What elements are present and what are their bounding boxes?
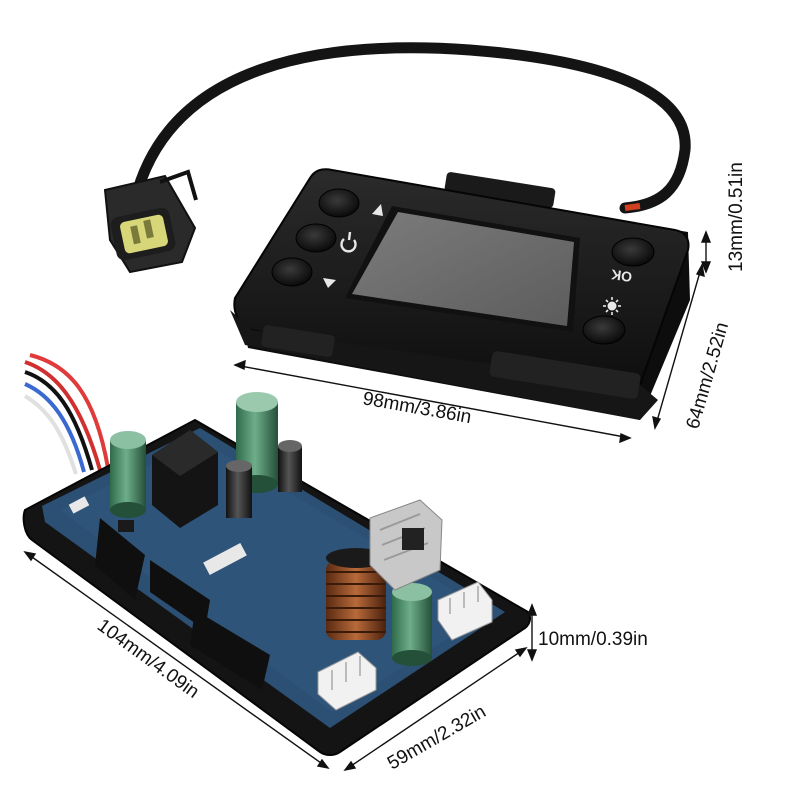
ok-label: OK xyxy=(610,267,633,286)
brightness-button[interactable] xyxy=(582,315,626,345)
power-button[interactable] xyxy=(295,223,337,253)
controller-depth-label: 13mm/0.51in xyxy=(726,162,747,272)
down-button[interactable] xyxy=(271,257,313,287)
board-depth-label: 10mm/0.39in xyxy=(538,629,648,650)
capacitor-black-1 xyxy=(226,460,252,518)
lcd-screen xyxy=(345,206,580,332)
capacitor-right xyxy=(392,583,432,666)
capacitor-left xyxy=(110,431,146,518)
heatsink xyxy=(369,499,443,591)
up-button[interactable] xyxy=(318,188,360,218)
triangle-up-icon xyxy=(372,204,383,216)
board-dimensions xyxy=(23,550,538,772)
control-board xyxy=(22,353,531,756)
controller-dimensions xyxy=(233,230,712,444)
ok-button[interactable] xyxy=(611,237,655,267)
connector-right xyxy=(437,581,493,641)
controller-width-label: 98mm/3.86in xyxy=(361,388,473,428)
controller-cable xyxy=(129,42,691,214)
lcd-controller: OK xyxy=(230,168,690,420)
relay xyxy=(152,430,218,528)
controller-height-label: 64mm/2.52in xyxy=(683,320,733,431)
sun-icon xyxy=(603,297,621,315)
capacitor-black-2 xyxy=(278,440,302,492)
connector-bottom xyxy=(317,651,377,711)
board-wires xyxy=(23,353,110,475)
power-icon xyxy=(340,231,357,253)
triangle-down-icon xyxy=(323,278,336,288)
plug-connector xyxy=(103,169,198,274)
